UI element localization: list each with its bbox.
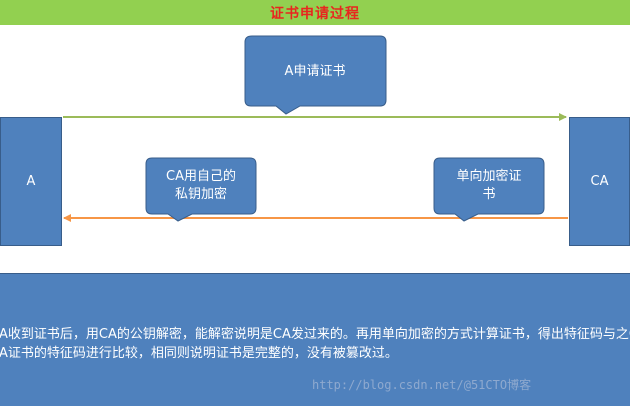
- callout-hash-shape: [433, 157, 545, 222]
- callout-request-shape: [244, 35, 387, 115]
- callout-sign: CA用自己的 私钥加密: [146, 160, 256, 212]
- description-panel: A收到证书后，用CA的公钥解密，能解密说明是CA发过来的。再用单向加密的方式计算…: [0, 273, 630, 406]
- watermark: http://blog.csdn.net/@51CTO博客: [312, 378, 532, 392]
- callout-sign-text: CA用自己的 私钥加密: [166, 169, 236, 202]
- callout-sign-shape: [145, 157, 257, 222]
- entity-a: A: [0, 117, 62, 246]
- entity-ca-label: CA: [590, 174, 609, 189]
- description-text: A收到证书后，用CA的公钥解密，能解密说明是CA发过来的。再用单向加密的方式计算…: [0, 327, 630, 361]
- diagram-title: 证书申请过程: [270, 5, 360, 22]
- callout-request: A申请证书: [245, 38, 385, 106]
- entity-a-label: A: [26, 174, 36, 189]
- callout-hash-text: 单向加密证 书: [456, 169, 522, 202]
- callout-hash: 单向加密证 书: [434, 160, 544, 212]
- title-bar: 证书申请过程: [0, 0, 630, 25]
- callout-request-text: A申请证书: [284, 64, 346, 79]
